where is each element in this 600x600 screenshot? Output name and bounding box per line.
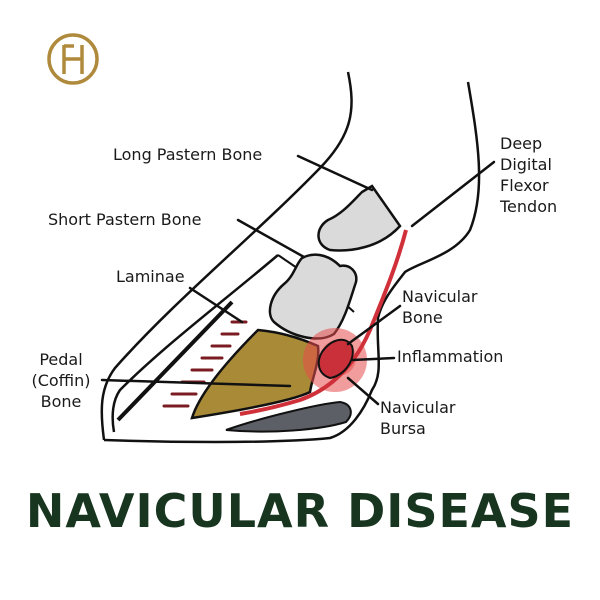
label-bursa-line-2: Bursa	[380, 419, 426, 438]
pedal-bone	[190, 328, 320, 420]
label-ddft-line-1: Deep	[500, 134, 543, 153]
page-title: NAVICULAR DISEASE	[25, 484, 575, 538]
label-navbone-line-1: Navicular	[402, 287, 478, 306]
label-inflammation: Inflammation	[397, 347, 504, 366]
label-pedal-line-1: Pedal	[39, 350, 83, 369]
hoof-wall-outer	[116, 300, 234, 422]
label-navicular-bursa: Navicular Bursa	[380, 397, 455, 439]
label-bursa-line-1: Navicular	[380, 398, 456, 417]
label-navicular-bone: Navicular Bone	[402, 286, 477, 328]
long-pastern-bone	[317, 184, 402, 252]
label-long-pastern-bone: Long Pastern Bone	[113, 145, 263, 164]
hoof-wall	[111, 254, 279, 433]
label-pedal-line-2: (Coffin)	[31, 371, 91, 390]
navicular-bursa	[225, 400, 352, 433]
label-short-pastern-bone: Short Pastern Bone	[48, 210, 202, 229]
navicular-bone	[317, 338, 354, 380]
label-pedal-bone: Pedal (Coffin) Bone	[26, 349, 96, 412]
leg-front-outline	[100, 71, 353, 441]
brand-logo	[47, 33, 99, 85]
label-deep-digital-flexor-tendon: Deep Digital Flexor Tendon	[500, 133, 557, 217]
short-pastern-bone	[268, 253, 358, 340]
label-pedal-line-3: Bone	[40, 392, 82, 411]
label-ddft-line-3: Flexor	[500, 176, 549, 195]
label-ddft-line-2: Digital	[500, 155, 552, 174]
label-ddft-line-4: Tendon	[500, 197, 558, 216]
label-laminae: Laminae	[116, 267, 185, 286]
label-navbone-line-2: Bone	[402, 308, 443, 327]
pointer-lines	[100, 154, 496, 406]
